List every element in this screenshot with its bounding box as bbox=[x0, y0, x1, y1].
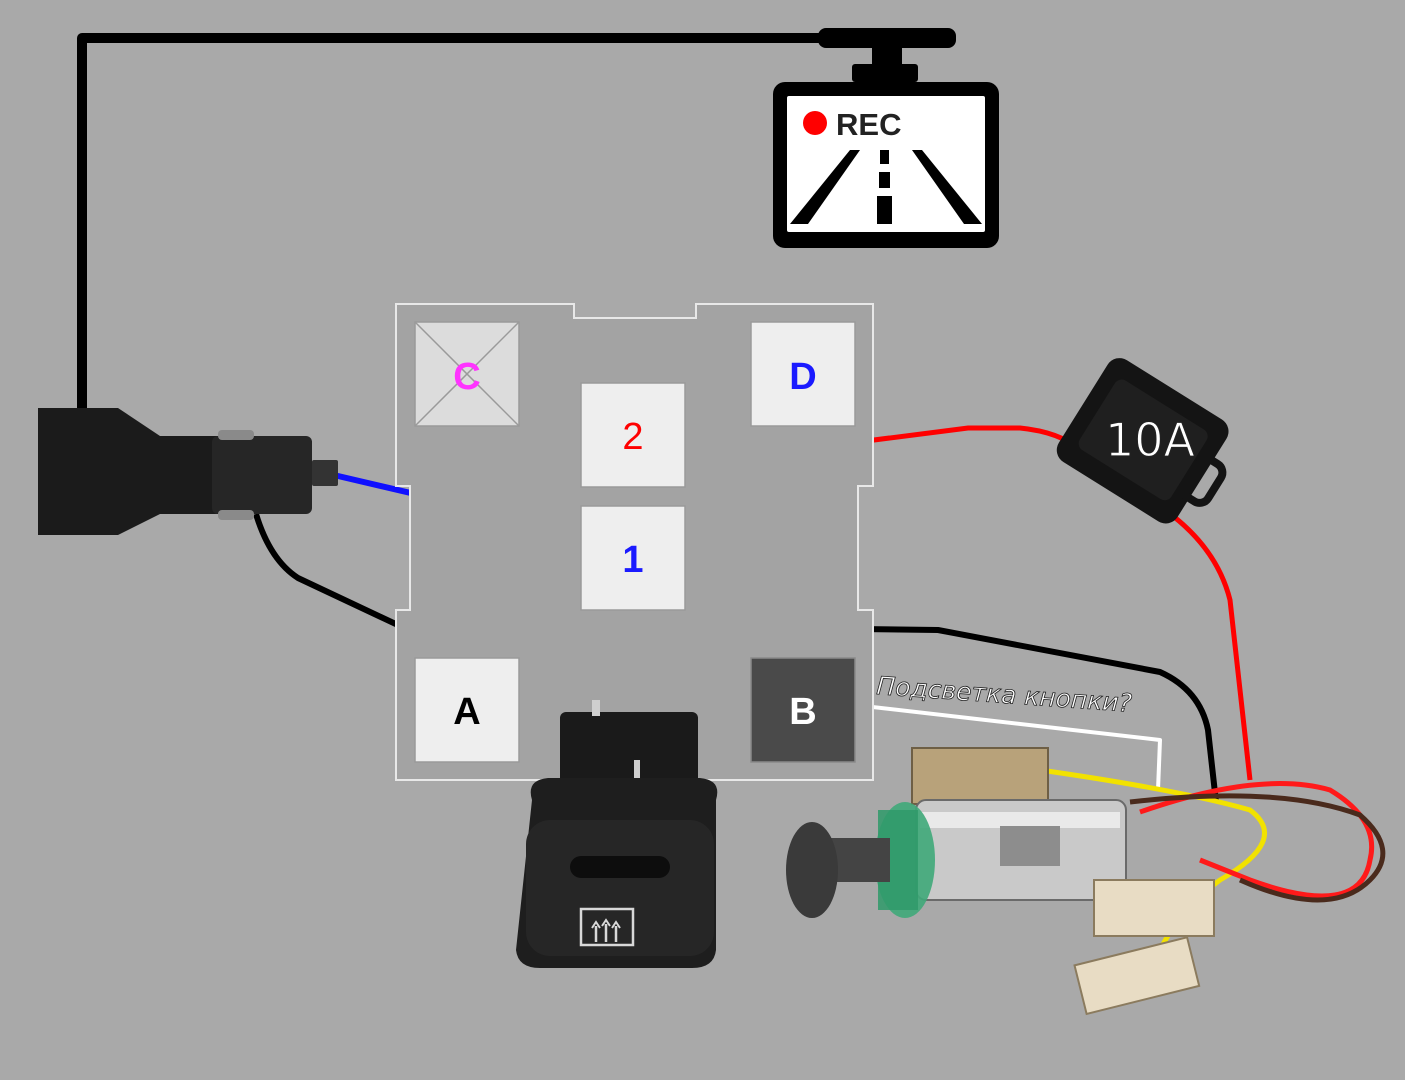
lighter-socket-icon bbox=[786, 747, 1386, 1016]
pin-b-label: B bbox=[789, 691, 816, 733]
pin-d-label: D bbox=[789, 356, 816, 398]
dash-cam-icon: REC bbox=[773, 28, 999, 248]
pin-2: 2 bbox=[580, 382, 686, 488]
wire-pin-a-to-socket bbox=[497, 623, 1219, 803]
rear-defrost-icon bbox=[579, 907, 635, 947]
pin-c: C bbox=[414, 321, 520, 427]
fuse-rating-label: 10A bbox=[1105, 413, 1196, 467]
pin-b: B bbox=[750, 657, 856, 763]
wire-pin-b-to-socket bbox=[854, 703, 1162, 791]
pin-d: D bbox=[750, 321, 856, 427]
rec-dot-icon bbox=[803, 111, 827, 135]
rec-label: REC bbox=[836, 107, 901, 142]
wire-plug-to-pin-a bbox=[253, 513, 470, 661]
fuse-holder-icon: 10A bbox=[1056, 358, 1229, 524]
pin-c-label: C bbox=[453, 356, 480, 398]
car-plug-icon bbox=[38, 408, 338, 535]
pin-2-label: 2 bbox=[622, 416, 643, 458]
pin-1: 1 bbox=[580, 505, 686, 611]
wire-plug-to-recorder bbox=[77, 33, 835, 410]
pin-a: A bbox=[414, 657, 520, 763]
wire-fuse-to-socket bbox=[1148, 497, 1253, 781]
defrost-switch-icon bbox=[516, 700, 718, 968]
pin-1-label: 1 bbox=[622, 539, 643, 581]
pin-a-label: A bbox=[453, 691, 480, 733]
